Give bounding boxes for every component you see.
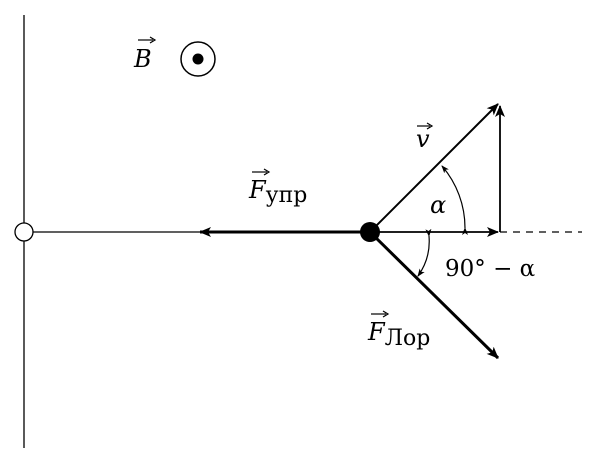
velocity-arrow <box>369 103 499 233</box>
angle-90-label: 90° − α <box>445 256 535 282</box>
pivot-circle <box>14 222 34 242</box>
alpha-label: α <box>430 191 446 219</box>
angle-90-arc <box>417 228 432 277</box>
alpha-angle-arc <box>441 165 469 236</box>
lorentz-force-base: F <box>367 318 386 346</box>
v-vector-label: v <box>416 125 430 153</box>
elastic-force-accent-icon <box>252 168 271 176</box>
elastic-force-label: Fупр <box>248 176 307 208</box>
lorentz-force-label: FЛор <box>367 318 430 351</box>
elastic-force-subscript: упр <box>266 183 308 208</box>
lorentz-force-subscript: Лор <box>385 326 431 351</box>
b-vector-accent-icon <box>138 36 157 44</box>
lorentz-force-accent-icon <box>371 310 390 318</box>
lorentz-force-arrow <box>368 230 500 360</box>
dot-in-circle-out-of-page-icon <box>180 41 216 77</box>
elastic-force-base: F <box>248 176 267 204</box>
charged-ball <box>360 222 380 242</box>
b-vector-label: B <box>133 45 152 73</box>
v-vector-accent-icon <box>417 122 434 130</box>
